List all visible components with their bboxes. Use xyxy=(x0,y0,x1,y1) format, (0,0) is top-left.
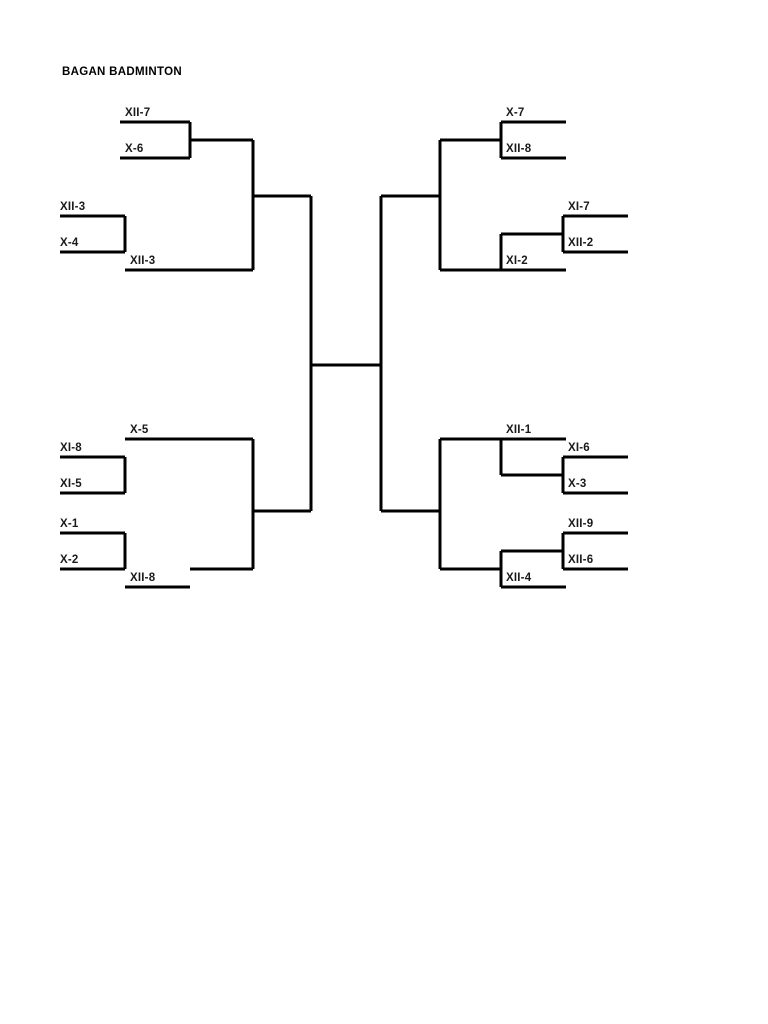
slot-xii-6[interactable]: XII-6 xyxy=(568,554,594,566)
slot-xii-8r[interactable]: XII-8 xyxy=(506,143,532,155)
slot-xii-3b[interactable]: XII-3 xyxy=(130,255,156,267)
slot-x-3[interactable]: X-3 xyxy=(568,478,587,490)
slot-x-2[interactable]: X-2 xyxy=(60,554,79,566)
slot-xii-4[interactable]: XII-4 xyxy=(506,572,532,584)
page-title: BAGAN BADMINTON xyxy=(62,66,182,78)
slot-xi-6[interactable]: XI-6 xyxy=(568,442,590,454)
slot-xii-7[interactable]: XII-7 xyxy=(125,107,151,119)
slot-xii-9[interactable]: XII-9 xyxy=(568,518,594,530)
slot-xii-8l[interactable]: XII-8 xyxy=(130,572,156,584)
slot-xi-2[interactable]: XI-2 xyxy=(506,255,528,267)
slot-xii-1[interactable]: XII-1 xyxy=(506,424,532,436)
slot-xi-5[interactable]: XI-5 xyxy=(60,478,82,490)
slot-xi-8[interactable]: XI-8 xyxy=(60,442,82,454)
slot-x-5[interactable]: X-5 xyxy=(130,424,149,436)
slot-xii-2[interactable]: XII-2 xyxy=(568,237,594,249)
slot-xii-3a[interactable]: XII-3 xyxy=(60,201,86,213)
slot-xi-7[interactable]: XI-7 xyxy=(568,201,590,213)
slot-x-4[interactable]: X-4 xyxy=(60,237,79,249)
slot-x-1[interactable]: X-1 xyxy=(60,518,79,530)
slot-x-7[interactable]: X-7 xyxy=(506,107,525,119)
slot-x-6[interactable]: X-6 xyxy=(125,143,144,155)
